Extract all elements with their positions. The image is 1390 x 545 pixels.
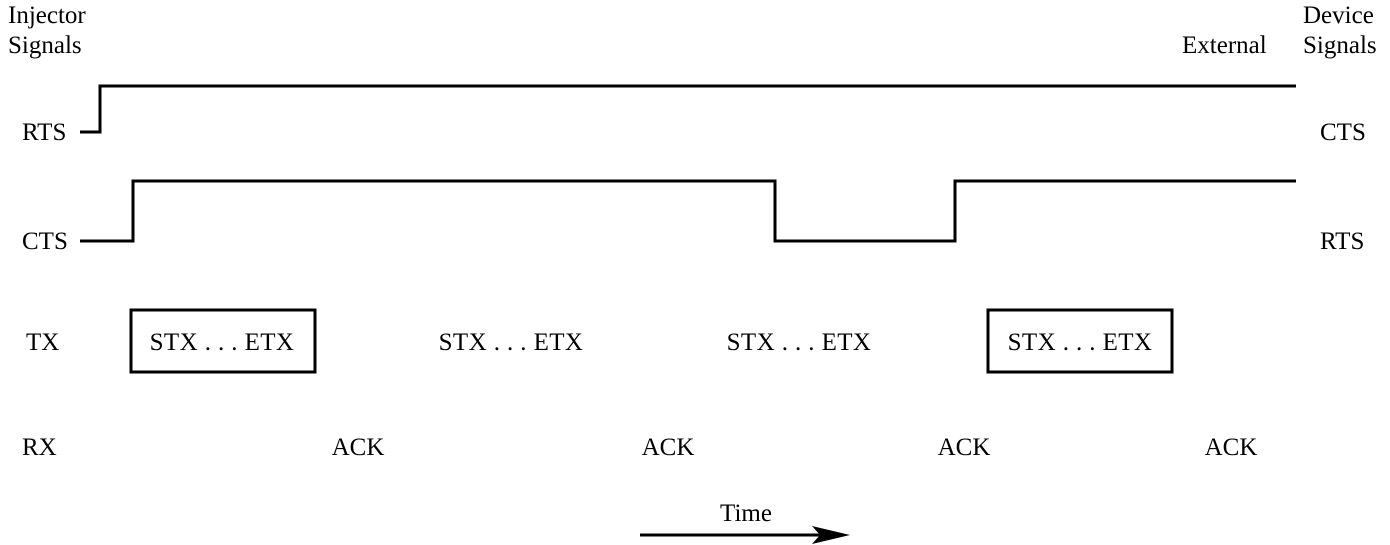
header-device-line2: Signals [1303,32,1377,59]
waveform-rts [80,84,1296,134]
tx-frame-label-4: STX . . . ETX [1008,329,1153,356]
time-axis-label: Time [720,500,772,527]
tx-frame-box-4 [986,308,1174,374]
tx-frame-label-3: STX . . . ETX [727,329,872,356]
tx-frame-label-2: STX . . . ETX [439,329,584,356]
header-injector-line2: Signals [8,32,82,59]
header-injector-line1: Injector [8,2,86,29]
time-arrow-icon [812,526,850,544]
header-external: External [1182,32,1267,59]
header-device-line1: Device [1303,2,1374,29]
rx-ack-label-3: ACK [938,434,991,461]
signal-label-left-rts: RTS [22,119,66,146]
tx-frame-label-1: STX . . . ETX [150,329,295,356]
rx-ack-label-2: ACK [642,434,695,461]
signal-label-left-cts: CTS [22,228,68,255]
rx-ack-label-4: ACK [1205,434,1258,461]
rx-ack-label-1: ACK [332,434,385,461]
signal-label-right-cts: CTS [1320,119,1366,146]
tx-frame-box-1 [129,308,317,374]
signal-label-right-rts: RTS [1320,228,1364,255]
signal-label-rx: RX [22,434,57,461]
waveform-cts [80,179,1296,243]
signal-label-tx: TX [26,329,59,356]
